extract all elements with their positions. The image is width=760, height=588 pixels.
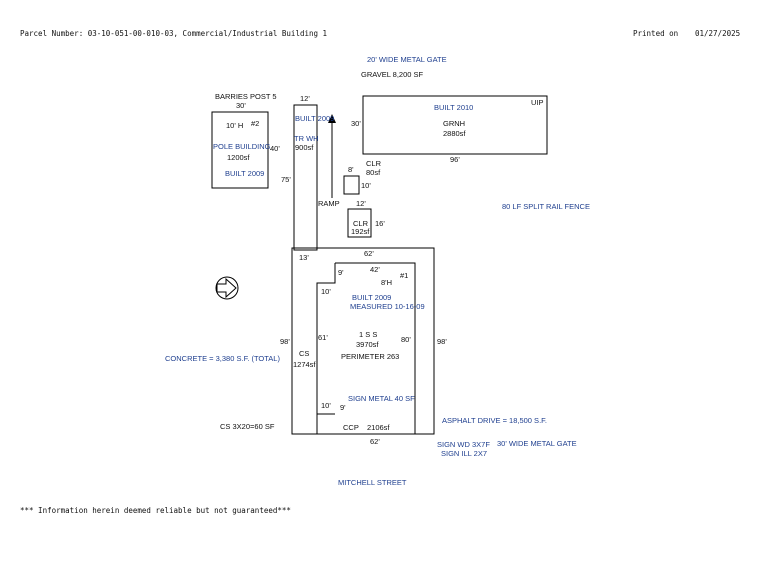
sign-ill-label: SIGN ILL 2X7 xyxy=(441,449,487,458)
ramp-label: RAMP xyxy=(318,199,340,208)
gravel-label: GRAVEL 8,200 SF xyxy=(361,70,424,79)
concrete-label: CONCRETE = 3,380 S.F. (TOTAL) xyxy=(165,354,280,363)
main-ccp: CCP xyxy=(343,423,359,432)
grnh-name: GRNH xyxy=(443,119,465,128)
sign-wd-label: SIGN WD 3X7F xyxy=(437,440,490,449)
main-measured: MEASURED 10-16-09 xyxy=(350,302,425,311)
clr-small-side: 10' xyxy=(361,181,371,190)
grnh-outline xyxy=(362,95,548,155)
tr-wh-outline xyxy=(293,104,318,251)
printed-date: 01/27/2025 xyxy=(695,29,741,38)
main-bottom-notch-b: 9' xyxy=(340,403,346,412)
clr-large-area: 192sf xyxy=(351,227,370,236)
main-bottom-notch-a: 10' xyxy=(321,401,331,410)
pole-building-name: POLE BUILDING xyxy=(213,142,271,151)
main-notch-top: 42' xyxy=(370,265,380,274)
main-left-outer: 98' xyxy=(280,337,290,346)
clr-large-outline xyxy=(347,208,372,238)
main-cs-top: 13' xyxy=(299,253,309,262)
pole-building-width: 30' xyxy=(236,101,246,110)
grnh-width: 96' xyxy=(450,155,460,164)
clr-large-width: 12' xyxy=(356,199,366,208)
asphalt-label: ASPHALT DRIVE = 18,500 S.F. xyxy=(442,416,547,425)
top-gate-label: 20' WIDE METAL GATE xyxy=(367,55,447,64)
pole-building-height: 10' H xyxy=(226,121,243,130)
main-area: 3970sf xyxy=(356,340,379,349)
clr-small-width: 8' xyxy=(348,165,354,174)
clr-small-area: 80sf xyxy=(366,168,381,177)
clr-large-name: CLR xyxy=(353,219,369,228)
fence-label: 80 LF SPLIT RAIL FENCE xyxy=(502,202,590,211)
tr-wh-width: 12' xyxy=(300,94,310,103)
main-notch-side: 9' xyxy=(338,268,344,277)
printed-label: Printed on xyxy=(633,29,679,38)
pole-building-side: 40' xyxy=(270,144,280,153)
ramp-arrow-head xyxy=(328,114,336,123)
main-sign: SIGN METAL 40 SF xyxy=(348,394,415,403)
pole-building-outline xyxy=(211,111,269,189)
north-arrow-icon xyxy=(215,276,239,300)
grnh-uip: UIP xyxy=(531,98,544,107)
main-number: #1 xyxy=(400,271,408,280)
clr-large-side: 16' xyxy=(375,219,385,228)
barries-post-label: BARRIES POST 5 xyxy=(215,92,277,101)
main-right-inner: 80' xyxy=(401,335,411,344)
tr-wh-name: TR WH xyxy=(294,134,319,143)
bottom-gate-label: 30' WIDE METAL GATE xyxy=(497,439,577,448)
clr-small-name: CLR xyxy=(366,159,382,168)
clr-small-outline xyxy=(343,175,360,195)
main-right-outer: 98' xyxy=(437,337,447,346)
pole-building-area: 1200sf xyxy=(227,153,250,162)
pole-building-number: #2 xyxy=(251,119,259,128)
tr-wh-built: BUILT 2009 xyxy=(295,114,334,123)
main-height: 8'H xyxy=(381,278,392,287)
grnh-area: 2880sf xyxy=(443,129,466,138)
tr-wh-length: 75' xyxy=(281,175,291,184)
main-left-dim: 61' xyxy=(318,333,328,342)
street-label: MITCHELL STREET xyxy=(338,478,407,487)
tr-wh-area: 900sf xyxy=(295,143,314,152)
main-width-top: 62' xyxy=(364,249,374,258)
main-perimeter: PERIMETER 263 xyxy=(341,352,399,361)
parcel-header: Parcel Number: 03-10-051-00-010-03, Comm… xyxy=(20,29,328,38)
cs-sign-label: CS 3X20=60 SF xyxy=(220,422,275,431)
grnh-built: BUILT 2010 xyxy=(434,103,473,112)
main-ccp-area: 2106sf xyxy=(367,423,390,432)
pole-building-built: BUILT 2009 xyxy=(225,169,264,178)
main-stories: 1 S S xyxy=(359,330,377,339)
main-cs-area: 1274sf xyxy=(293,360,316,369)
main-cs-name: CS xyxy=(299,349,309,358)
main-notch-left: 10' xyxy=(321,287,331,296)
main-width-bottom: 62' xyxy=(370,437,380,446)
main-built: BUILT 2009 xyxy=(352,293,391,302)
grnh-side: 30' xyxy=(351,119,361,128)
disclaimer: *** Information herein deemed reliable b… xyxy=(20,506,291,515)
